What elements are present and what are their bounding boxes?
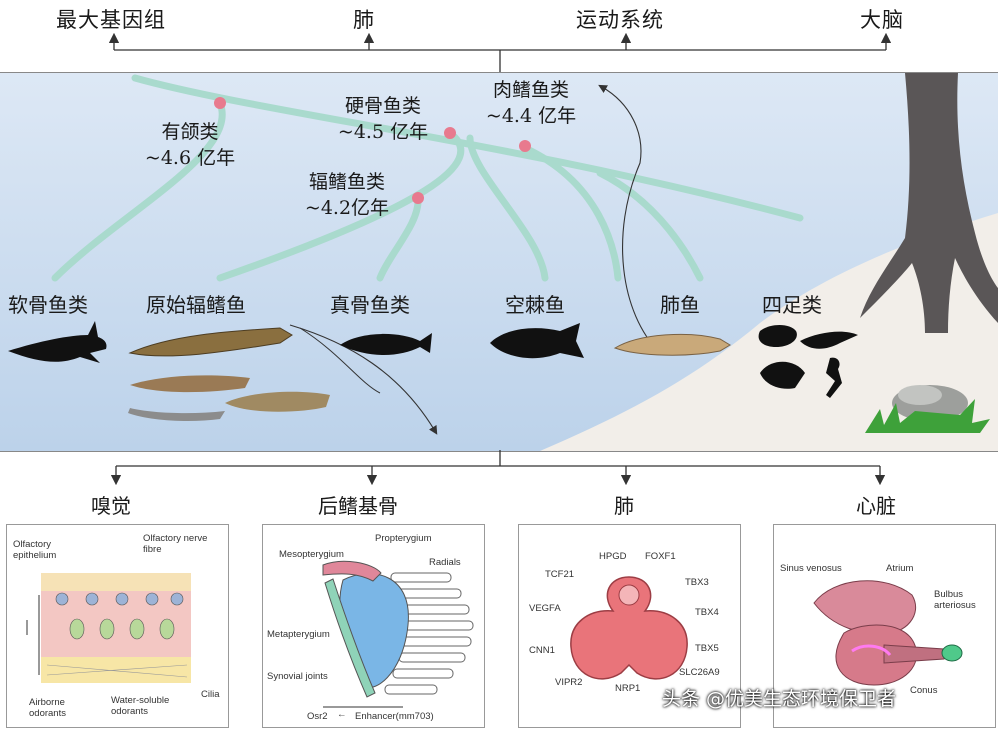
phylogeny-panel: 有颌类 ~4.6 亿年 硬骨鱼类 ~4.5 亿年 肉鳍鱼类 ~4.4 亿年 辐鳍…: [0, 72, 998, 452]
heart-panel: Sinus venosus Atrium Bulbus arteriosus C…: [773, 524, 996, 728]
label-cilia: Cilia: [201, 689, 220, 700]
bottom-connector-lines: [110, 450, 886, 486]
fin-panel: Propterygium Mesopterygium Radials Metap…: [262, 524, 485, 728]
label-osteichthyes: 硬骨鱼类 ~4.5 亿年: [318, 93, 448, 145]
label-olfactory-epithelium: Olfactory epithelium: [13, 539, 57, 561]
gene-foxf1: FOXF1: [645, 551, 676, 562]
label-mesopterygium: Mesopterygium: [279, 549, 344, 560]
phylogeny-scene: [0, 73, 998, 451]
gene-tbx5: TBX5: [695, 643, 719, 654]
label-airborne: Airborne odorants: [29, 697, 66, 719]
group-tetrapods: 四足类: [762, 293, 822, 317]
gnathostomes-name: 有颌类: [161, 121, 219, 143]
shark-icon: [8, 321, 107, 363]
title-lung: 肺: [614, 494, 634, 518]
label-synovial: Synovial joints: [267, 671, 328, 682]
title-smell: 嗅觉: [91, 494, 131, 518]
bird-icon: [760, 361, 805, 389]
group-teleostei: 真骨鱼类: [330, 293, 410, 317]
title-fin: 后鳍基骨: [318, 494, 398, 518]
label-sinus-venosus: Sinus venosus: [780, 563, 842, 574]
sarcopterygii-name: 肉鳍鱼类: [492, 79, 569, 101]
osteichthyes-name: 硬骨鱼类: [344, 95, 421, 117]
label-water-soluble: Water-soluble odorants: [111, 695, 170, 717]
sarcopterygii-age: ~4.4 亿年: [485, 105, 577, 127]
fin-skeleton-drawing: [322, 560, 474, 708]
lungfish-icon: [613, 333, 731, 356]
runner-icon: [826, 357, 842, 398]
gene-nrp1: NRP1: [615, 683, 641, 694]
gene-tbx3: TBX3: [685, 577, 709, 588]
label-sarcopterygii: 肉鳍鱼类 ~4.4 亿年: [466, 77, 596, 129]
label-metapterygium: Metapterygium: [267, 629, 330, 640]
watermark-text: 头条 @优美生态环境保卫者: [662, 688, 897, 710]
top-label-genome: 最大基因组: [56, 8, 166, 32]
label-conus: Conus: [910, 685, 938, 696]
lung-drawing: [570, 576, 688, 680]
frog-icon: [758, 325, 797, 347]
label-radials: Radials: [429, 557, 461, 568]
label-atrium: Atrium: [886, 563, 914, 574]
label-enhancer: Enhancer(mm703): [355, 711, 434, 722]
group-lungfish: 肺鱼: [660, 293, 700, 317]
actinopterygii-name: 辐鳍鱼类: [308, 171, 385, 193]
label-gnathostomes: 有颌类 ~4.6 亿年: [130, 119, 250, 171]
top-label-brain: 大脑: [860, 8, 904, 32]
top-connector-lines: [108, 32, 892, 72]
olfactory-epithelium-drawing: [26, 573, 191, 683]
label-propterygium: Propterygium: [375, 533, 432, 544]
gene-slc26a9: SLC26A9: [679, 667, 720, 678]
gene-vegfa: VEGFA: [529, 603, 561, 614]
group-chondrichthyes: 软骨鱼类: [8, 293, 88, 317]
top-label-locomotion: 运动系统: [576, 8, 664, 32]
group-coelacanth: 空棘鱼: [505, 293, 565, 317]
label-osr2: Osr2: [307, 711, 328, 722]
gene-cnn1: CNN1: [529, 645, 555, 656]
label-olfactory-nerve: Olfactory nerve fibre: [143, 533, 208, 555]
label-osr2-arrow: ←: [337, 709, 347, 720]
osteichthyes-age: ~4.5 亿年: [337, 121, 429, 143]
smell-panel: Olfactory epithelium Olfactory nerve fib…: [6, 524, 229, 728]
lung-panel: HPGD FOXF1 TCF21 TBX3 VEGFA TBX4 CNN1 TB…: [518, 524, 741, 728]
bichir-icon: [128, 327, 293, 357]
gene-vipr2: VIPR2: [555, 677, 583, 688]
gene-tbx4: TBX4: [695, 607, 719, 618]
teleost-icon: [340, 333, 432, 355]
heart-drawing: [813, 580, 963, 686]
top-label-lung: 肺: [353, 8, 375, 32]
coelacanth-icon: [490, 323, 584, 359]
gene-tcf21: TCF21: [545, 569, 575, 580]
label-actinopterygii: 辐鳍鱼类 ~4.2亿年: [282, 169, 412, 221]
gnathostomes-age: ~4.6 亿年: [144, 147, 236, 169]
title-heart: 心脏: [856, 494, 896, 518]
label-bulbus: Bulbus arteriosus: [934, 589, 976, 611]
actinopterygii-age: ~4.2亿年: [304, 197, 390, 219]
gene-hpgd: HPGD: [599, 551, 627, 562]
lizard-icon: [800, 331, 858, 349]
group-basal-actinopterygii: 原始辐鳍鱼: [146, 293, 246, 317]
